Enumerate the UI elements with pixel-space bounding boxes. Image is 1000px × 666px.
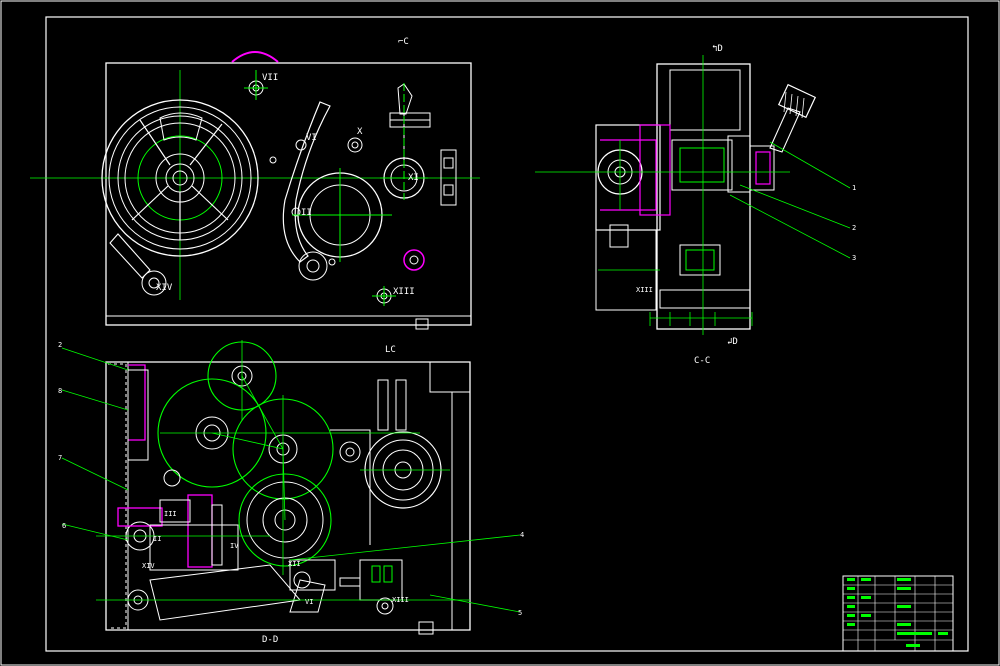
- dd-shaft-label: VI: [305, 598, 313, 606]
- dd-part-number: 7: [58, 454, 62, 462]
- section-marker-c-bottom: LC: [385, 345, 396, 355]
- dd-shaft-label: XII: [288, 560, 301, 568]
- section-marker-c-top: ⌐C: [398, 37, 409, 47]
- front-shaft-label: VII: [262, 73, 278, 83]
- front-housing: [105, 62, 472, 326]
- cc-part-number: 1: [852, 184, 856, 192]
- section-dd-view: 2 8 7 6 4 5 III IV XII II XIII XIV VI LC…: [58, 340, 524, 645]
- drawing-border: [45, 16, 969, 652]
- cc-shaft-label: XIII: [636, 286, 653, 294]
- dd-part-number: 2: [58, 341, 62, 349]
- front-shaft-label: X: [357, 127, 363, 137]
- section-dd-title: D-D: [262, 635, 278, 645]
- dd-shaft-label: IV: [230, 542, 239, 550]
- section-marker-d-bottom: ↲D: [727, 337, 738, 347]
- dd-part-number: 4: [520, 531, 524, 539]
- front-shaft-label: XI: [408, 173, 419, 183]
- handwheel-outer: [101, 99, 259, 257]
- section-marker-d-top: ↰D: [712, 44, 723, 54]
- cc-part-number: 3: [852, 254, 856, 262]
- dd-part-number: 6: [62, 522, 66, 530]
- section-cc-title: C-C: [694, 356, 710, 366]
- dd-part-number: 8: [58, 387, 62, 395]
- dd-shaft-label: XIII: [392, 596, 409, 604]
- gear-lower: [238, 473, 332, 567]
- dd-shaft-label: III: [164, 510, 177, 518]
- cc-housing: [656, 63, 751, 330]
- section-cc-view: 1 2 3 XIII ↰D ↲D C-C: [535, 44, 856, 366]
- front-shaft-label: II: [301, 208, 312, 218]
- front-shaft-label: VI: [306, 133, 317, 143]
- front-shaft-label: XIV: [156, 283, 173, 293]
- front-view: VII VI X XI XIV XIII II ⌐C: [30, 37, 480, 330]
- cc-part-number: 2: [852, 224, 856, 232]
- dd-shaft-label: II: [153, 535, 161, 543]
- title-block: [842, 575, 954, 652]
- dd-shaft-label: XIV: [142, 562, 155, 570]
- front-shaft-label: XIII: [393, 287, 415, 297]
- dd-housing: [105, 361, 471, 631]
- dd-part-number: 5: [518, 609, 522, 617]
